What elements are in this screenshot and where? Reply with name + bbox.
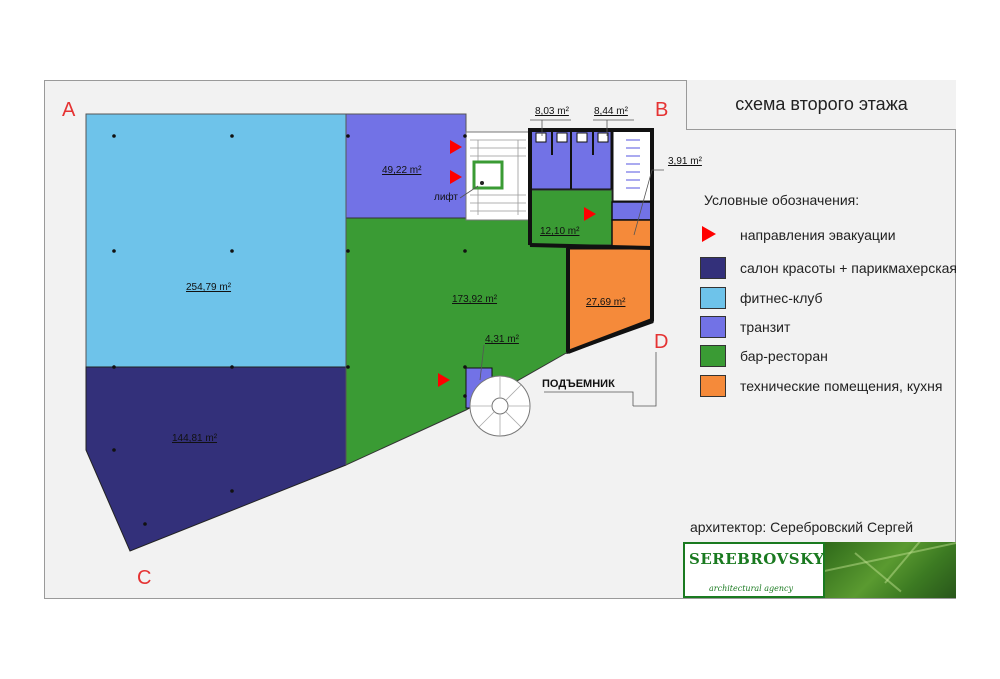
area-bar-small: 12,10 m²	[540, 226, 580, 237]
area-wc-right: 8,44 m²	[594, 106, 629, 117]
corner-d: D	[654, 331, 669, 353]
legend-swatch	[700, 375, 726, 397]
room-fitness	[85, 113, 347, 368]
legend-swatch	[700, 257, 726, 279]
spiral-stair	[469, 375, 531, 437]
corner-c: C	[137, 567, 152, 589]
leaf-image	[825, 542, 956, 598]
area-bar-main: 173,92 m²	[452, 294, 498, 305]
lift-label: лифт	[434, 191, 458, 203]
evacuation-arrows	[438, 140, 596, 387]
page-title: схема второго этажа	[686, 80, 956, 130]
stair-steps	[470, 139, 526, 215]
legend-label: направления эвакуации	[740, 227, 896, 243]
legend-label: салон красоты + парикмахерская	[740, 260, 958, 276]
area-small-tech: 3,91 m²	[668, 156, 703, 167]
room-transit-small	[611, 201, 653, 221]
area-kitchen: 27,69 m²	[586, 297, 626, 308]
logo-name: SEREBROVSKY & co	[689, 550, 871, 568]
room-beauty	[85, 366, 347, 552]
logo-subtitle: architectural agency	[709, 584, 794, 593]
evacuation-arrow-icon	[702, 226, 716, 242]
legend-swatch	[700, 345, 726, 367]
agency-logo: SEREBROVSKY & co architectural agency	[683, 542, 870, 598]
legend-title: Условные обозначения:	[704, 192, 860, 208]
podemnik-label: ПОДЪЕМНИК	[542, 378, 615, 390]
corner-b: B	[655, 99, 669, 121]
area-fitness: 254,79 m²	[186, 282, 232, 293]
area-wc-left: 8,03 m²	[535, 106, 570, 117]
legend-label: бар-ресторан	[740, 348, 828, 364]
legend-label: технические помещения, кухня	[740, 378, 943, 394]
legend-label: фитнес-клуб	[740, 290, 823, 306]
area-stair-transit: 4,31 m²	[485, 334, 520, 345]
lift-shaft	[472, 160, 504, 190]
legend-swatch	[700, 316, 726, 338]
columns	[112, 134, 467, 526]
area-transit-top: 49,22 m²	[382, 165, 422, 176]
architect-credit: архитектор: Серебровский Сергей	[690, 519, 914, 535]
room-tech-small	[611, 219, 653, 249]
corner-a: A	[62, 99, 76, 121]
legend-label: транзит	[740, 319, 791, 335]
area-beauty: 144,81 m²	[172, 433, 218, 444]
legend-swatch	[700, 287, 726, 309]
